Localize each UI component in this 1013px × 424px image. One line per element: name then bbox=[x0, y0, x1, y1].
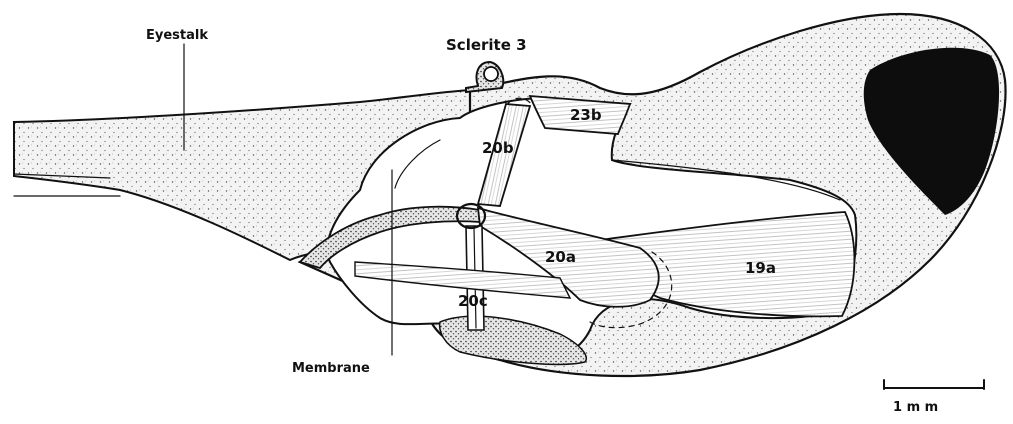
scale-bar: 1 m m bbox=[884, 380, 984, 415]
label-eyestalk: Eyestalk bbox=[146, 28, 208, 43]
label-20a: 20a bbox=[545, 248, 576, 266]
label-23b: 23b bbox=[570, 106, 602, 124]
label-sclerite-3: Sclerite 3 bbox=[446, 36, 527, 54]
scale-bar-label: 1 m m bbox=[893, 400, 938, 415]
label-20b: 20b bbox=[482, 139, 514, 157]
label-20c: 20c bbox=[458, 292, 488, 310]
label-membrane: Membrane bbox=[292, 361, 370, 376]
label-19a: 19a bbox=[745, 259, 776, 277]
